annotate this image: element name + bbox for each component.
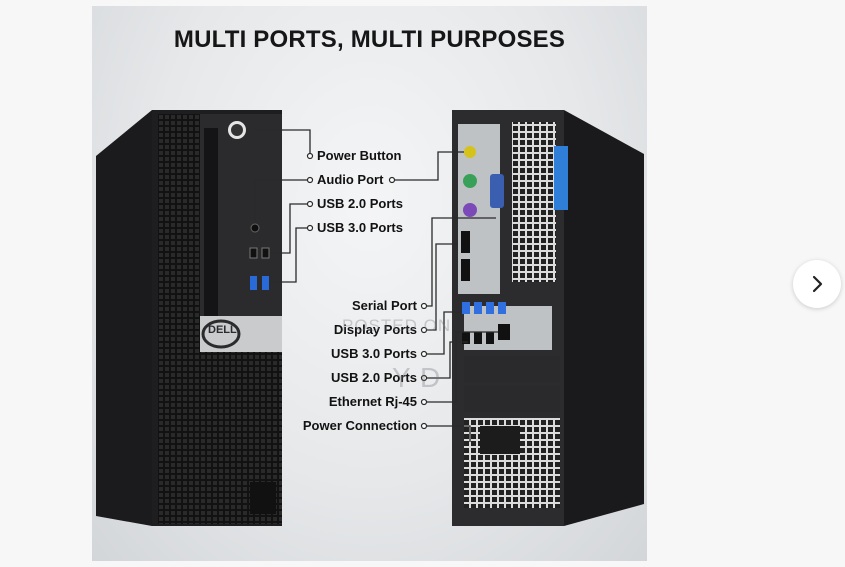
- callout-usb3-rear: USB 3.0 Ports: [331, 346, 417, 361]
- callout-usb3-front: USB 3.0 Ports: [317, 220, 403, 235]
- callout-usb2-rear: USB 2.0 Ports: [331, 370, 417, 385]
- callout-audio-port: Audio Port: [317, 172, 384, 187]
- pc-illustration: [96, 110, 644, 526]
- callout-serial-port: Serial Port: [351, 298, 417, 313]
- rear-callout-lines: [392, 151, 498, 442]
- image-headline: MULTI PORTS, MULTI PURPOSES: [173, 26, 566, 53]
- front-callout-lines: [254, 129, 311, 283]
- front-tower: [96, 110, 282, 526]
- callout-display-ports: Display Ports: [333, 322, 417, 337]
- next-image-button[interactable]: [793, 260, 841, 308]
- callout-power-button: Power Button: [317, 148, 402, 163]
- callout-ethernet: Ethernet Rj-45: [328, 394, 417, 409]
- chevron-right-icon: [812, 275, 823, 293]
- dell-logo: DELL: [208, 324, 237, 336]
- callout-usb2-front: USB 2.0 Ports: [317, 196, 403, 211]
- rear-tower: [452, 110, 644, 526]
- product-image: MULTI PORTS, MULTI PURPOSES Power Button…: [92, 6, 647, 561]
- callout-power-connection: Power Connection: [302, 418, 417, 433]
- watermark-line-2: Y D: [392, 362, 442, 393]
- watermark-line-1: POSTED ON: [342, 316, 452, 335]
